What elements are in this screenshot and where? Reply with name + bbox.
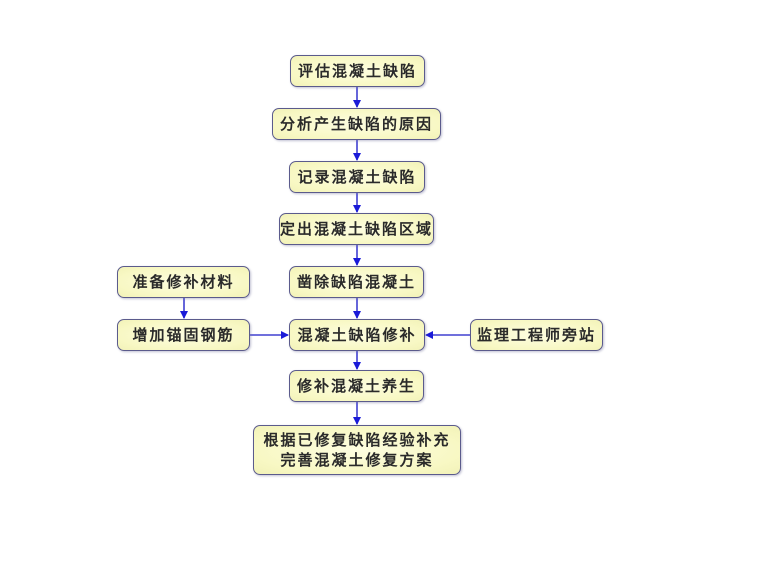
step-record-defects: 记录混凝土缺陷 [289, 161, 425, 193]
step-prepare-materials: 准备修补材料 [117, 266, 250, 298]
step-define-defect-area: 定出混凝土缺陷区域 [279, 213, 434, 245]
step-cure-repaired-concrete: 修补混凝土养生 [289, 370, 424, 402]
step-refine-repair-plan: 根据已修复缺陷经验补充 完善混凝土修复方案 [253, 425, 461, 475]
step-supervisor-onsite: 监理工程师旁站 [470, 319, 603, 351]
step-chisel-defective-concrete: 凿除缺陷混凝土 [289, 266, 424, 298]
step-add-anchor-rebar: 增加锚固钢筋 [117, 319, 250, 351]
step-evaluate-defects: 评估混凝土缺陷 [290, 55, 425, 87]
step-repair-defects: 混凝土缺陷修补 [289, 319, 425, 351]
step-analyze-causes: 分析产生缺陷的原因 [272, 108, 441, 140]
